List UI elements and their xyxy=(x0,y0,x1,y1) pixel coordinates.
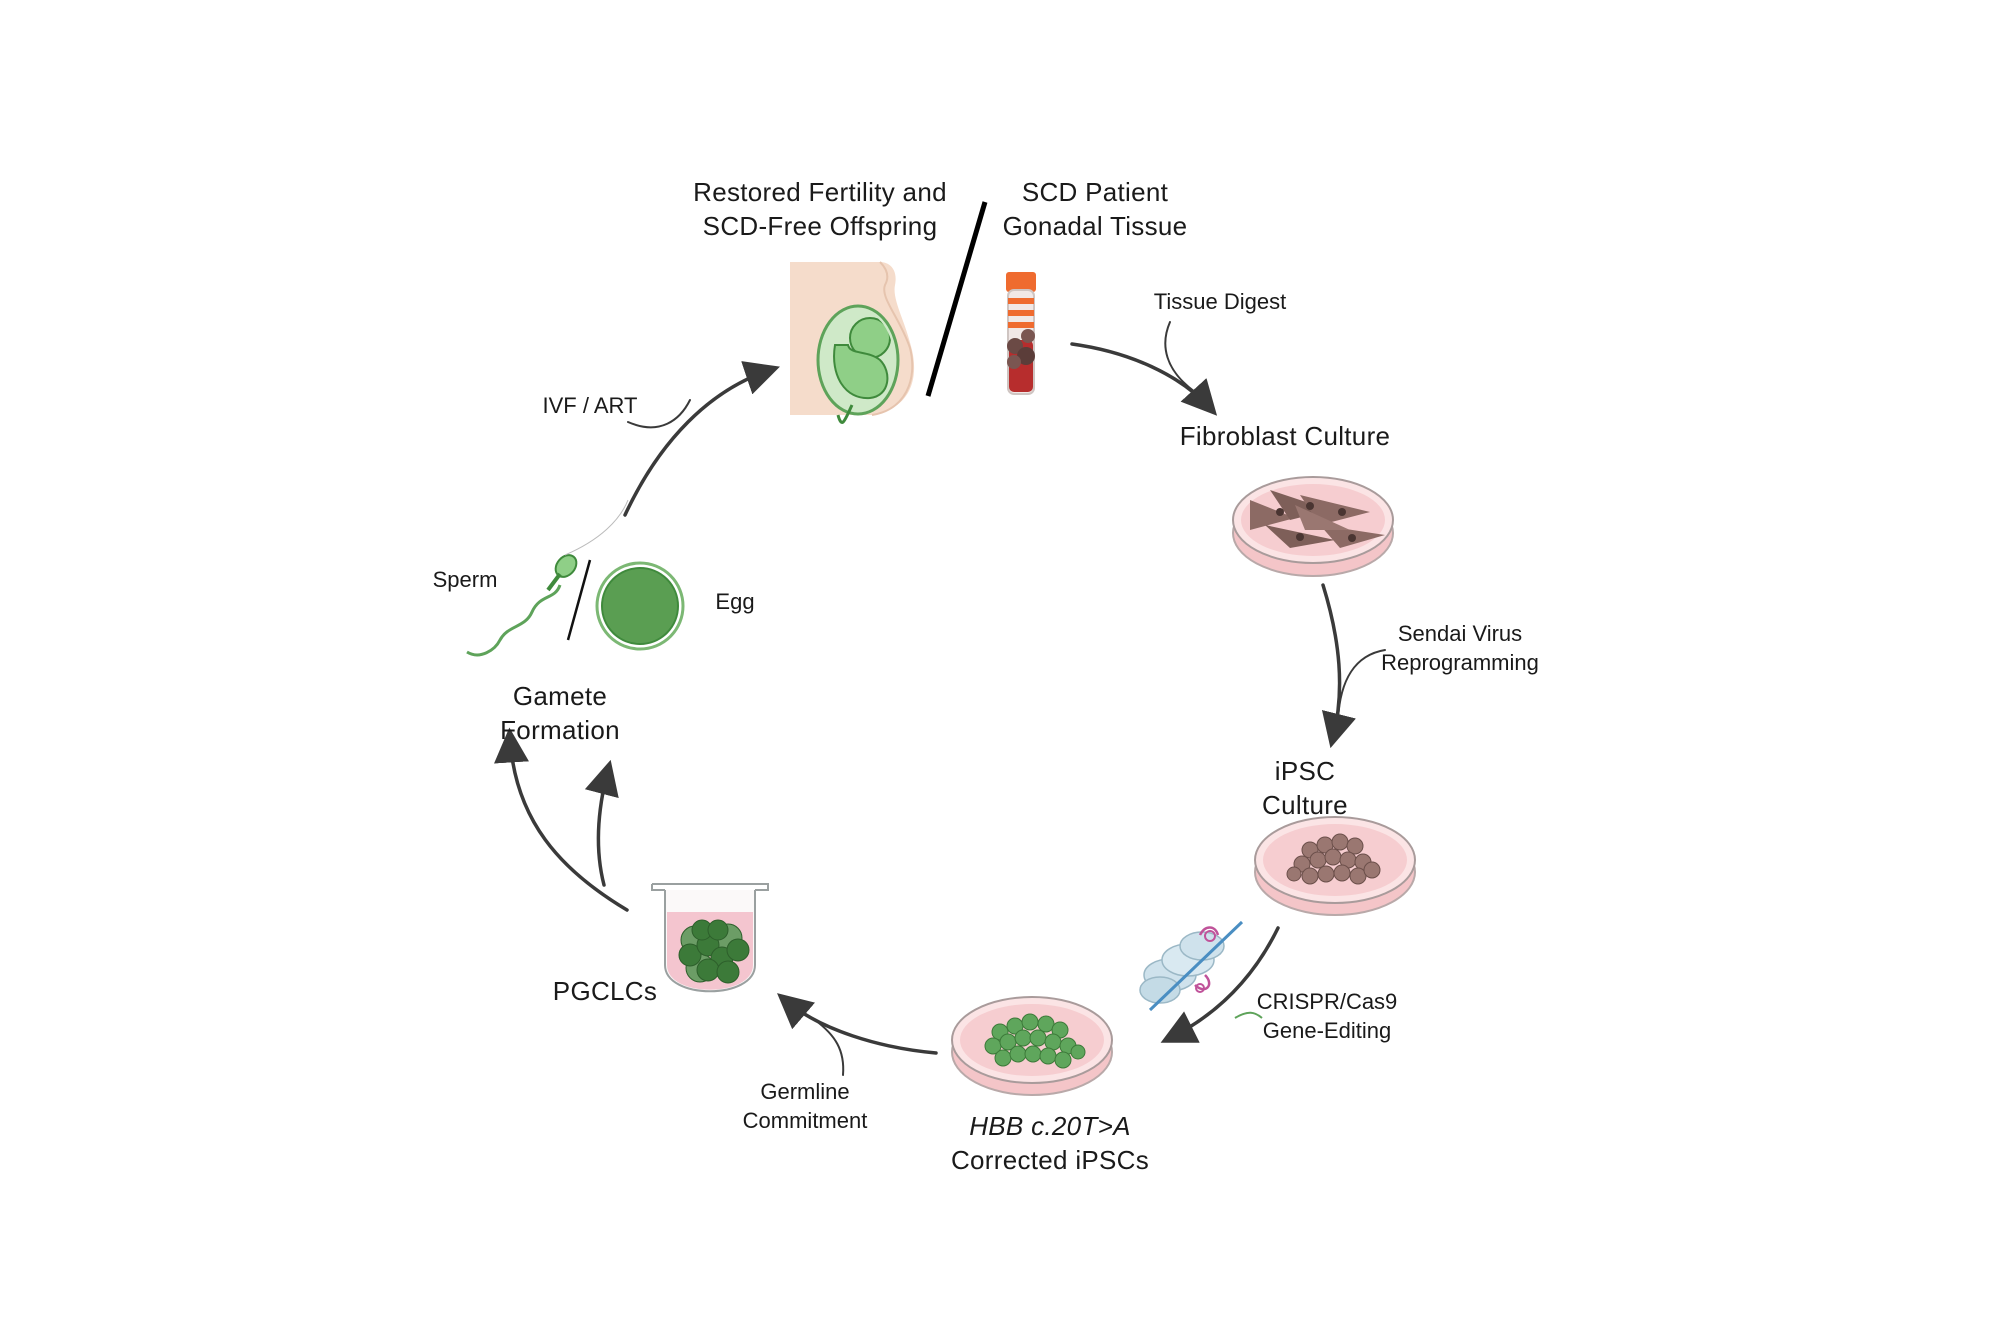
label-fibroblast-culture: Fibroblast Culture xyxy=(1145,420,1425,454)
arrow-ivf-leader xyxy=(627,399,691,429)
label-ivf-art: IVF / ART xyxy=(525,392,655,421)
crispr-cas9-illustration xyxy=(1139,920,1244,1012)
label-scd-patient-line1: SCD Patient xyxy=(1021,177,1169,207)
label-crispr-line1: CRISPR/Cas9 xyxy=(1256,989,1398,1014)
label-restored-fertility-line1: Restored Fertility and xyxy=(693,177,947,207)
crispr-leader xyxy=(1234,1011,1263,1019)
label-egg: Egg xyxy=(695,588,775,617)
ipsc-dish-illustration xyxy=(1254,816,1416,916)
corrected-ipsc-dish-illustration xyxy=(951,996,1113,1096)
arrow-tissue-digest xyxy=(1070,342,1218,416)
label-scd-patient: SCD Patient Gonadal Tissue xyxy=(975,176,1215,244)
pgclc-tube-illustration xyxy=(651,883,769,993)
divider-slash-top xyxy=(925,201,988,397)
label-ipsc-line2: Culture xyxy=(1262,789,1348,820)
label-sperm-line1: Sperm xyxy=(432,567,498,592)
label-tissue-digest-line1: Tissue Digest xyxy=(1153,289,1287,314)
label-hbb-variant: HBB c.20T>A xyxy=(969,1111,1131,1141)
divider-slash-gamete xyxy=(566,559,592,641)
pregnancy-illustration xyxy=(790,261,915,424)
egg-illustration xyxy=(595,561,685,651)
tissue-tube-illustration xyxy=(1006,272,1036,395)
label-pgclcs: PGCLCs xyxy=(530,975,680,1009)
label-ipsc-line1: iPSC xyxy=(1274,756,1336,786)
sperm-illustration xyxy=(466,554,578,657)
label-ivf-line1: IVF / ART xyxy=(542,393,638,418)
arrow-pgclc-to-gamete-inner xyxy=(584,759,619,887)
arrow-pgclc-to-gamete-outer xyxy=(494,727,629,912)
arrow-germline-leader xyxy=(814,1019,845,1076)
label-gamete-formation: Gamete Formation xyxy=(470,680,650,748)
arrow-germline xyxy=(777,993,938,1055)
label-restored-fertility-line2: SCD-Free Offspring xyxy=(702,210,938,241)
label-tissue-digest: Tissue Digest xyxy=(1120,288,1320,317)
label-egg-line1: Egg xyxy=(715,589,755,614)
arrow-sendai-leader xyxy=(1337,649,1386,721)
label-germline-line2: Commitment xyxy=(742,1107,868,1133)
label-germline-commitment: Germline Commitment xyxy=(720,1078,890,1135)
label-pgclcs-line1: PGCLCs xyxy=(552,976,658,1006)
label-corrected-ipscs: HBB c.20T>A Corrected iPSCs xyxy=(915,1110,1185,1178)
label-crispr-gene-editing: CRISPR/Cas9 Gene-Editing xyxy=(1237,988,1417,1045)
arrow-tissue-digest-leader xyxy=(1164,321,1196,393)
label-scd-patient-line2: Gonadal Tissue xyxy=(1002,210,1188,241)
label-sendai-line1: Sendai Virus xyxy=(1397,621,1523,646)
label-gamete-line1: Gamete xyxy=(512,681,608,711)
label-gamete-line2: Formation xyxy=(500,714,620,745)
gamete-convergence-line xyxy=(564,499,629,556)
arrow-sendai xyxy=(1321,583,1356,749)
label-corrected-line2: Corrected iPSCs xyxy=(950,1144,1150,1175)
arrow-crispr xyxy=(1160,926,1280,1043)
label-sendai-line2: Reprogramming xyxy=(1381,649,1539,675)
label-crispr-line2: Gene-Editing xyxy=(1262,1017,1392,1043)
arrow-ivf xyxy=(623,361,780,517)
fibroblast-dish-illustration xyxy=(1232,476,1394,577)
label-germline-line1: Germline xyxy=(760,1079,850,1104)
label-fibroblast-line1: Fibroblast Culture xyxy=(1179,421,1391,451)
label-sendai-reprogramming: Sendai Virus Reprogramming xyxy=(1360,620,1560,677)
label-restored-fertility: Restored Fertility and SCD-Free Offsprin… xyxy=(665,176,975,244)
label-sperm: Sperm xyxy=(410,566,520,595)
label-ipsc-culture: iPSC Culture xyxy=(1230,755,1380,823)
